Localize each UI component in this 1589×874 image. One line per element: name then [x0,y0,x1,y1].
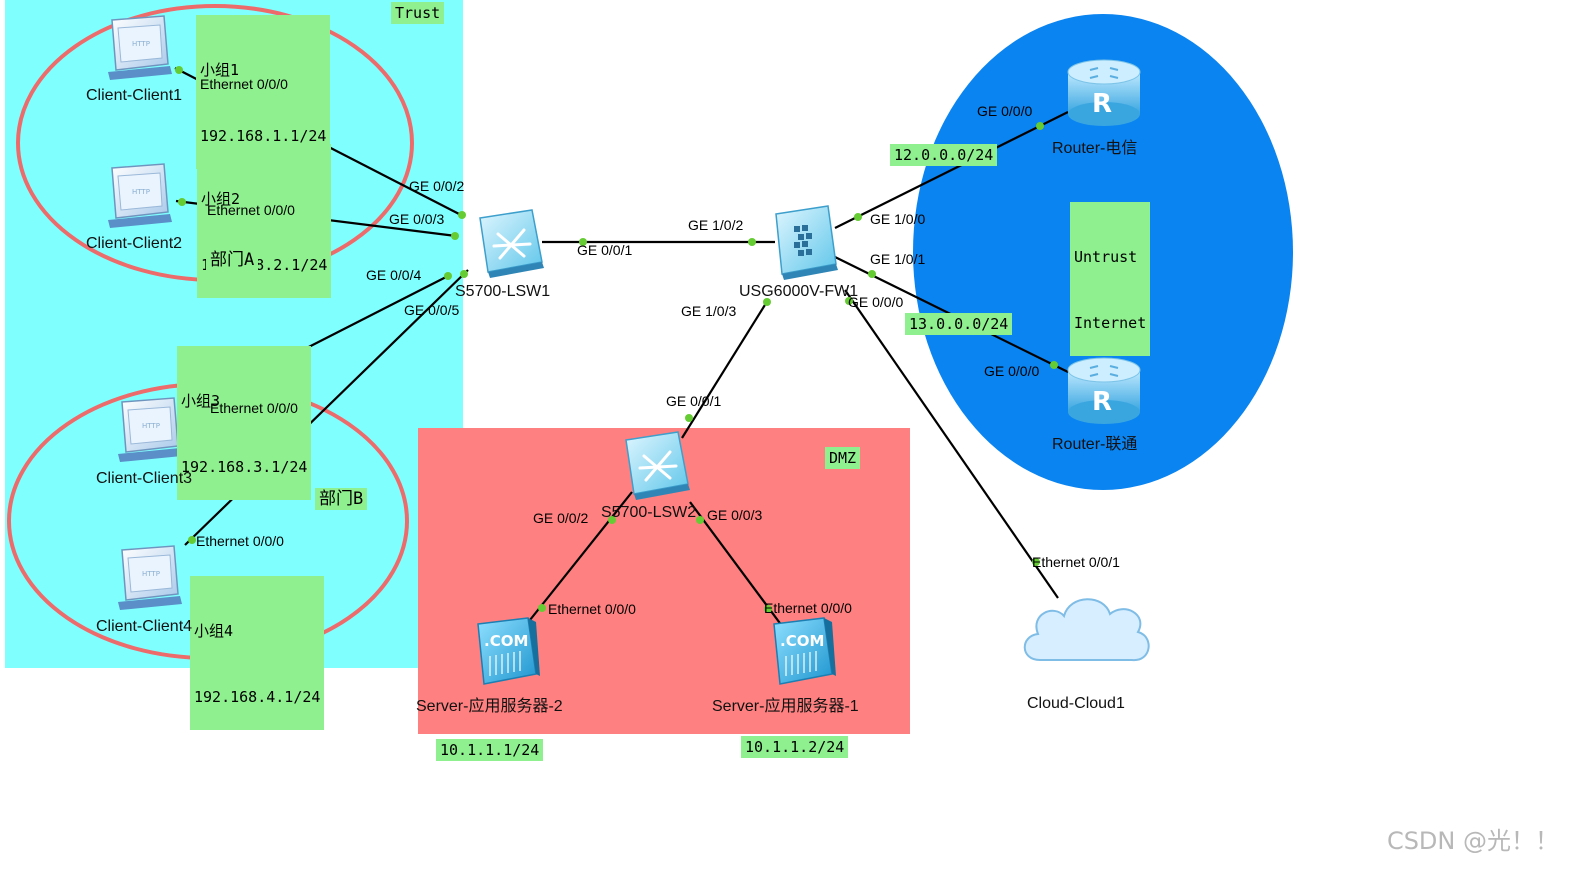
trust-zone-label: Trust [391,2,445,24]
port-fw1-ge103: GE 1/0/3 [681,303,737,319]
client1-label: Client-Client1 [86,87,183,104]
port-lsw1-ge002: GE 0/0/2 [409,178,465,194]
server1-label: Server-应用服务器-1 [712,698,859,715]
router-dx-label: Router-电信 [1052,140,1138,157]
dmz-zone-label: DMZ [825,447,861,469]
fw1-firewall-icon[interactable] [775,205,838,280]
group-3-note: 小组3 192.168.3.1/24 [177,346,312,500]
port-fw1-ge000: GE 0/0/0 [848,294,904,310]
client4-label: Client-Client4 [96,618,193,635]
cloud1-label: Cloud-Cloud1 [1027,695,1125,712]
untrust-label-line-2: Internet [1074,314,1147,332]
port-server2: Ethernet 0/0/0 [548,601,636,617]
port-fw1-ge102: GE 1/0/2 [688,217,744,233]
server1-ip-label: 10.1.1.2/24 [741,736,849,758]
client4-icon[interactable]: HTTP [118,545,182,610]
svg-text:HTTP: HTTP [142,422,160,430]
port-client3: Ethernet 0/0/0 [210,400,298,416]
group-2-name: 小组2 [201,190,241,208]
svg-text:HTTP: HTTP [132,188,150,196]
port-lsw2-ge001: GE 0/0/1 [666,393,722,409]
port-client1: Ethernet 0/0/0 [200,76,288,92]
svg-text:HTTP: HTTP [142,570,160,578]
port-client4: Ethernet 0/0/0 [196,533,284,549]
fw1-label: USG6000V-FW1 [739,283,859,300]
svg-text:.COM: .COM [484,632,528,650]
group-2-note: 小组2 192.168.2.1/24 [197,144,332,298]
subnet-lt-label: 13.0.0.0/24 [905,313,1013,335]
port-fw1-ge101: GE 1/0/1 [870,251,926,267]
client3-icon[interactable]: HTTP [118,397,182,462]
port-lsw1-ge001: GE 0/0/1 [577,242,633,258]
svg-text:R: R [1092,89,1112,119]
department-b-label: 部门B [315,488,368,510]
server2-ip-label: 10.1.1.1/24 [436,739,544,761]
subnet-dx-label: 12.0.0.0/24 [890,144,998,166]
group-3-name: 小组3 [181,392,221,410]
group-3-ip: 192.168.3.1/24 [181,458,308,476]
link-fw1-cloud [844,289,1059,599]
department-a-label: 部门A [206,249,259,271]
client2-icon[interactable]: HTTP [108,163,172,228]
router-dx-icon[interactable]: R [1067,59,1141,126]
server1-icon[interactable]: .COM [773,617,836,685]
port-lsw1-ge004: GE 0/0/4 [366,267,422,283]
group-4-name: 小组4 [194,622,234,640]
link-fw1-router-dx [834,111,1069,229]
group-1-name: 小组1 [200,61,240,79]
router-lt-icon[interactable]: R [1067,357,1141,424]
csdn-watermark: CSDN @光！！ [1386,827,1559,855]
lsw1-switch-icon[interactable] [479,209,544,278]
port-lsw2-ge002: GE 0/0/2 [533,510,589,526]
port-server1: Ethernet 0/0/0 [764,600,852,616]
link-fw1-lsw2 [681,299,769,439]
port-lsw1-ge005: GE 0/0/5 [404,302,460,318]
group-1-ip: 192.168.1.1/24 [200,127,327,145]
group-4-ip: 192.168.4.1/24 [194,688,321,706]
svg-text:.COM: .COM [780,632,824,650]
port-lsw2-ge003: GE 0/0/3 [707,507,763,523]
group-4-note: 小组4 192.168.4.1/24 [190,576,325,730]
port-cloud1: Ethernet 0/0/1 [1032,554,1120,570]
lsw2-switch-icon[interactable] [625,431,690,500]
group-1-note: 小组1 192.168.1.1/24 [196,15,331,169]
svg-text:HTTP: HTTP [132,40,150,48]
port-router-lt: GE 0/0/0 [984,363,1040,379]
client2-label: Client-Client2 [86,235,183,252]
client3-label: Client-Client3 [96,470,193,487]
router-lt-label: Router-联通 [1052,436,1138,453]
untrust-label-line-1: Untrust [1074,248,1138,266]
port-fw1-ge100: GE 1/0/0 [870,211,926,227]
client1-icon[interactable]: HTTP [108,15,172,80]
port-lsw1-ge003: GE 0/0/3 [389,211,445,227]
svg-text:R: R [1092,387,1112,417]
lsw2-label: S5700-LSW2 [601,504,697,521]
cloud1-icon[interactable] [1023,598,1150,662]
port-router-dx: GE 0/0/0 [977,103,1033,119]
untrust-zone-label: Untrust Internet [1070,202,1151,356]
server2-label: Server-应用服务器-2 [416,698,563,715]
server2-icon[interactable]: .COM [477,617,540,685]
port-client2: Ethernet 0/0/0 [207,202,295,218]
lsw1-label: S5700-LSW1 [455,283,551,300]
